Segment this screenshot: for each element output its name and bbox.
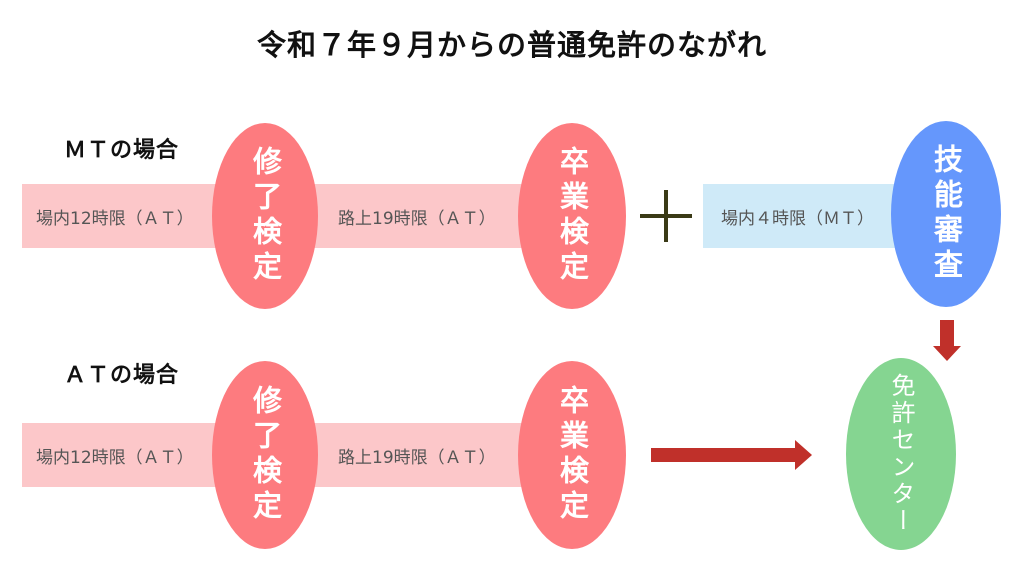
license-center-ellipse: 免許センター — [846, 358, 956, 550]
plus-icon — [640, 190, 692, 242]
page-title: 令和７年９月からの普通免許のながれ — [256, 28, 767, 62]
mt-exam-1-label: 修了検定 — [248, 146, 283, 286]
mt-step-course-3: 場内４時限（ＭＴ） — [703, 184, 903, 248]
mt-exam-3-ellipse: 技能審査 — [891, 121, 1001, 307]
mt-exam-2-ellipse: 卒業検定 — [518, 123, 626, 309]
license-center-label: 免許センター — [887, 373, 915, 535]
at-step-course-2-label: 路上19時限（ＡＴ） — [338, 447, 496, 468]
at-step-course-1: 場内12時限（ＡＴ） — [22, 423, 220, 487]
at-exam-1-ellipse: 修了検定 — [212, 361, 318, 549]
at-exam-2-ellipse: 卒業検定 — [518, 361, 626, 549]
arrow-down-icon — [933, 320, 961, 361]
mt-step-course-3-label: 場内４時限（ＭＴ） — [721, 208, 874, 229]
at-step-course-2: 路上19時限（ＡＴ） — [300, 423, 540, 487]
at-exam-1-label: 修了検定 — [248, 385, 283, 525]
mt-exam-2-label: 卒業検定 — [555, 146, 590, 286]
at-exam-2-label: 卒業検定 — [555, 385, 590, 525]
mt-section-label: ＭＴの場合 — [64, 138, 180, 163]
mt-exam-3-label: 技能審査 — [929, 144, 964, 284]
arrow-right-icon — [651, 440, 812, 470]
at-step-course-1-label: 場内12時限（ＡＴ） — [36, 447, 194, 468]
mt-step-course-2: 路上19時限（ＡＴ） — [300, 184, 540, 248]
mt-step-course-2-label: 路上19時限（ＡＴ） — [338, 208, 496, 229]
mt-step-course-1-label: 場内12時限（ＡＴ） — [36, 208, 194, 229]
mt-step-course-1: 場内12時限（ＡＴ） — [22, 184, 220, 248]
at-section-label: ＡＴの場合 — [64, 363, 180, 388]
mt-exam-1-ellipse: 修了検定 — [212, 123, 318, 309]
